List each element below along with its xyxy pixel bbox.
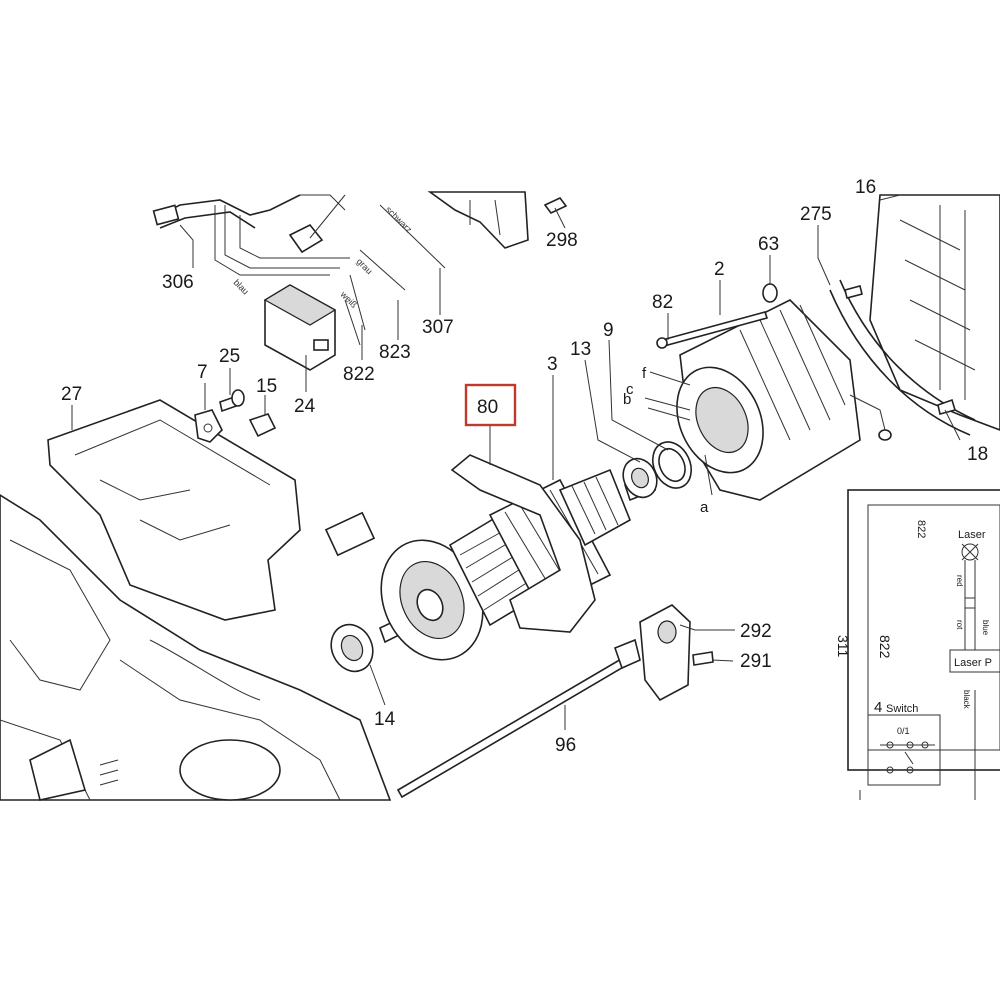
callout-24: 24: [294, 396, 316, 417]
callout-sub-f: f: [642, 365, 647, 382]
part-2-stator: [676, 299, 892, 501]
callout-9: 9: [603, 320, 614, 341]
part-9-ring: [651, 441, 693, 489]
schematic-822-mid: 822: [877, 635, 893, 659]
callout-3: 3: [547, 354, 558, 375]
callout-sub-a: a: [700, 499, 709, 516]
wire-label-schwarz: schwarz: [384, 204, 415, 235]
schematic-red: red: [955, 575, 964, 587]
part-275-motor-housing: [829, 194, 1000, 436]
callout-13: 13: [570, 339, 591, 360]
wire-label-grau: grau: [355, 256, 375, 276]
callout-306: 306: [162, 272, 194, 293]
callout-7: 7: [197, 362, 208, 383]
highlight-box-80: [464, 383, 517, 427]
schematic-switch-number: 4: [874, 699, 882, 716]
part-96-rod: [396, 638, 641, 799]
main-housing: [0, 494, 392, 801]
schematic-black: black: [962, 690, 971, 710]
schematic-blue: blue: [981, 620, 990, 636]
part-7-bracket: [194, 409, 223, 443]
brush-parts: [644, 371, 713, 496]
part-27-cover: [47, 399, 376, 621]
top-housing-fragment: [427, 191, 529, 249]
schematic-laser-label: Laser: [958, 529, 986, 541]
part-14-bearing: [330, 623, 374, 673]
callout-16: 16: [855, 177, 876, 198]
callout-14: 14: [374, 709, 396, 730]
part-63-washer: [762, 283, 778, 303]
screw-298: [543, 197, 568, 214]
callout-292: 292: [740, 621, 772, 642]
schematic-laser-p-label: Laser P: [954, 657, 992, 669]
callout-307: 307: [422, 317, 454, 338]
schematic-switch-label: Switch: [886, 703, 918, 715]
part-25-screw: [219, 389, 245, 413]
wire-label-weiss: weiß: [338, 289, 360, 311]
part-80-armature: [379, 454, 657, 661]
callout-82: 82: [652, 292, 673, 313]
callout-823: 823: [379, 342, 411, 363]
part-15-nut: [248, 413, 277, 438]
part-24-switch: [263, 284, 337, 371]
cable-assembly: [152, 194, 446, 346]
callout-96: 96: [555, 735, 576, 756]
part-82-screw: [656, 311, 769, 349]
schematic-311: 311: [835, 635, 851, 658]
part-13-bearing: [622, 457, 658, 499]
leader-lines: [71, 194, 961, 730]
schematic-switch-state: 0/1: [897, 726, 910, 736]
part-292-holder: [639, 604, 691, 702]
callout-sub-b: b: [623, 391, 631, 408]
callout-18: 18: [967, 444, 988, 465]
schematic-822-top: 822: [915, 520, 927, 538]
wire-label-blau: blau: [232, 277, 251, 296]
wiring-schematic: [847, 489, 1000, 800]
callout-80-highlighted: 80: [477, 397, 498, 418]
callout-298: 298: [546, 230, 578, 251]
callout-25: 25: [219, 346, 240, 367]
callout-291: 291: [740, 651, 772, 672]
part-291-screw: [692, 651, 714, 666]
callout-15: 15: [256, 376, 277, 397]
lower-left-bracket: [29, 738, 119, 801]
callout-275: 275: [800, 204, 832, 225]
callout-2: 2: [714, 259, 725, 280]
callout-822: 822: [343, 364, 375, 385]
schematic-rot: rot: [955, 620, 964, 630]
callout-27: 27: [61, 384, 82, 405]
callout-63: 63: [758, 234, 779, 255]
callout-sub-c: c: [626, 381, 634, 398]
